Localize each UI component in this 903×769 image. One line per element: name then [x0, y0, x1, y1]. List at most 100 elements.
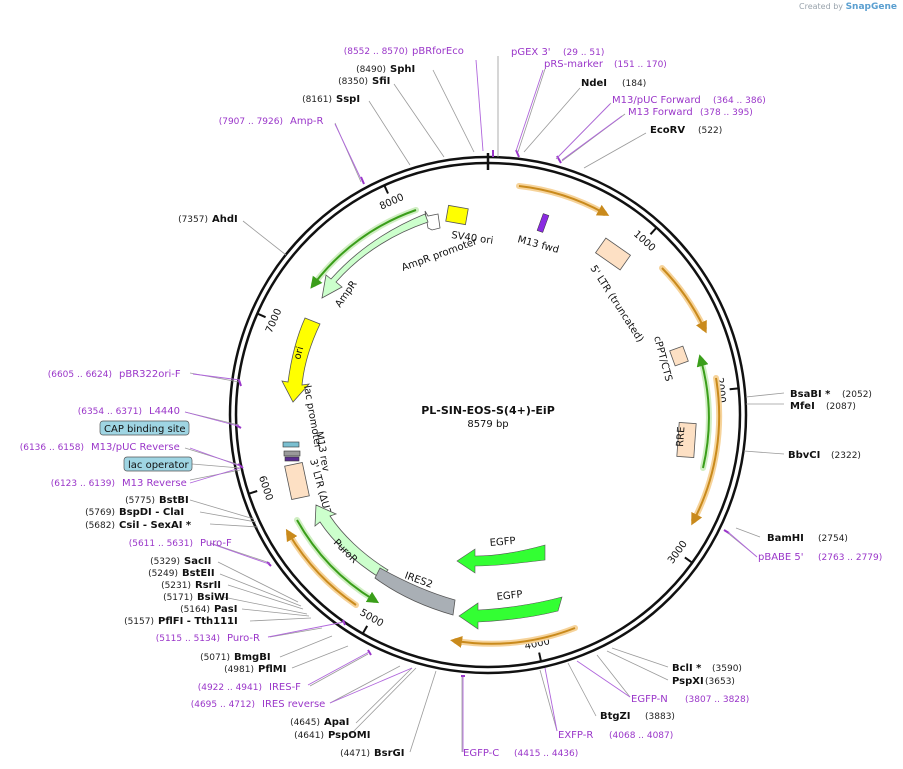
enzyme-apai-pos: (4645) [290, 718, 320, 728]
snapgene-logo: SnapGene [845, 2, 897, 12]
feature-ampr[interactable] [321, 213, 429, 299]
enzyme-bsrgi[interactable]: BsrGI [374, 748, 404, 759]
primer-egfp-n-pos: (3807 .. 3828) [685, 695, 749, 705]
primer-puro-r[interactable]: Puro-R [227, 633, 260, 644]
feature-5ltr[interactable] [594, 237, 632, 271]
enzyme-bamhi[interactable]: BamHI [767, 533, 804, 544]
feature-ori[interactable] [281, 317, 321, 403]
primer-pbrforeco[interactable]: pBRforEco [412, 46, 464, 57]
enzyme-bspdi-pos: (5769) [85, 508, 115, 518]
enzyme-sspi[interactable]: SspI [336, 94, 360, 105]
primer-pgex3[interactable]: pGEX 3' [511, 47, 551, 58]
feature-puror[interactable] [314, 504, 389, 579]
enzyme-pspomi[interactable]: PspOMI [328, 730, 370, 741]
feature-cppt[interactable] [669, 345, 689, 367]
feature-lac-operator[interactable] [283, 450, 301, 457]
enzyme-bsiwi-pos: (5171) [163, 593, 193, 603]
enzyme-mfei[interactable]: MfeI [790, 401, 815, 412]
enzyme-pasi[interactable]: PasI [214, 604, 237, 615]
primer-exfp-r-pos: (4068 .. 4087) [609, 731, 673, 741]
feature-rre[interactable] [676, 422, 697, 459]
feature-label-rre: RRE [675, 426, 687, 447]
feature-m13-fwd[interactable] [536, 213, 550, 233]
enzyme-ndei[interactable]: NdeI [581, 78, 607, 89]
feature-cap-site[interactable] [282, 441, 300, 448]
enzyme-bamhi-pos: (2754) [818, 534, 848, 544]
enzyme-pflmi[interactable]: PflMI [258, 664, 286, 675]
feature-egfp-1[interactable] [456, 544, 546, 574]
enzyme-bsabi-pos: (2052) [842, 390, 872, 400]
primer-egfp-n[interactable]: EGFP-N [631, 694, 668, 705]
feature-sv40-ori[interactable] [445, 204, 469, 226]
enzyme-sfii[interactable]: SfiI [372, 76, 390, 87]
enzyme-bbvci[interactable]: BbvCI [788, 450, 820, 461]
enzyme-ecorv[interactable]: EcoRV [650, 125, 685, 136]
enzyme-sacii[interactable]: SacII [184, 556, 211, 567]
enzyme-bsabi[interactable]: BsaBI * [790, 389, 831, 400]
tick-mark [248, 490, 258, 495]
primer-egfp-c[interactable]: EGFP-C [463, 748, 499, 759]
enzyme-bmgbi-pos: (5071) [200, 653, 230, 663]
enzyme-pspxi[interactable]: PspXI [672, 676, 704, 687]
enzyme-btgzi[interactable]: BtgZI [600, 711, 631, 722]
enzyme-bspdi-clai[interactable]: BspDI - ClaI [119, 507, 184, 518]
feature-label-ampr-promoter: AmpR promoter [400, 236, 479, 274]
enzyme-bstbi[interactable]: BstBI [159, 495, 189, 506]
tick-mark [729, 387, 739, 391]
feature-label-cppt: cPPT/CTS [651, 335, 674, 383]
enzyme-bsiwi[interactable]: BsiWI [197, 592, 229, 603]
feature-ampr-promoter[interactable] [424, 210, 441, 231]
orf-arc-top [516, 183, 607, 216]
enzyme-pasi-pos: (5164) [180, 605, 210, 615]
feature-3ltr[interactable] [284, 462, 310, 500]
enzyme-sphi[interactable]: SphI [390, 64, 415, 75]
primer-m13-forward[interactable]: M13 Forward [628, 107, 693, 118]
primer-m13puc-reverse[interactable]: M13/pUC Reverse [91, 442, 180, 453]
primer-pbabe5[interactable]: pBABE 5' [758, 552, 804, 563]
primer-amp-r-pos: (7907 .. 7926) [219, 117, 283, 127]
feature-label-m13-fwd: M13 fwd [516, 234, 560, 256]
primer-puro-f[interactable]: Puro-F [200, 538, 232, 549]
enzyme-apai[interactable]: ApaI [324, 717, 349, 728]
primer-m13puc-forward[interactable]: M13/pUC Forward [612, 95, 701, 106]
primer-amp-r[interactable]: Amp-R [290, 116, 324, 127]
primer-l4440-pos: (6354 .. 6371) [78, 407, 142, 417]
primer-egfp-c-pos: (4415 .. 4436) [514, 749, 578, 759]
feature-label-ori: ori [292, 345, 306, 360]
created-by-brand: Created by SnapGene [799, 2, 897, 12]
enzyme-rsrii[interactable]: RsrII [195, 580, 221, 591]
enzyme-bsteii-pos: (5249) [148, 569, 178, 579]
primer-l4440[interactable]: L4440 [149, 406, 180, 417]
primer-exfp-r[interactable]: EXFP-R [558, 730, 593, 741]
orf-arc-ampr-green-line [310, 209, 417, 289]
enzyme-pflfi-tth111i[interactable]: PflFI - Tth111I [158, 616, 238, 627]
enzyme-ahdi[interactable]: AhdI [212, 214, 238, 225]
tick-label: 3000 [666, 539, 690, 566]
cap-binding-site-box[interactable] [99, 420, 190, 436]
lac-operator-box[interactable] [123, 456, 193, 472]
primer-m13-forward-pos: (378 .. 395) [700, 108, 753, 118]
enzyme-bcli[interactable]: BclI * [672, 663, 702, 674]
tick-label: 5000 [358, 607, 386, 629]
enzyme-bsteii[interactable]: BstEII [182, 568, 215, 579]
primer-ires-reverse[interactable]: IRES reverse [262, 699, 325, 710]
orf-arc-ampr-green [311, 207, 419, 287]
primer-ires-f[interactable]: IRES-F [269, 682, 301, 693]
enzyme-sacii-pos: (5329) [150, 557, 180, 567]
primer-prs-marker[interactable]: pRS-marker [544, 59, 604, 70]
enzyme-mfei-pos: (2087) [826, 402, 856, 412]
primer-ires-f-pos: (4922 .. 4941) [198, 683, 262, 693]
enzyme-bsrgi-pos: (4471) [340, 749, 370, 759]
enzyme-csii-sexai[interactable]: CsiI - SexAI * [119, 520, 192, 531]
primer-m13-reverse[interactable]: M13 Reverse [122, 478, 187, 489]
enzyme-bmgbi[interactable]: BmgBI [234, 652, 271, 663]
tick-mark [256, 312, 266, 319]
feature-egfp-2[interactable] [458, 596, 563, 630]
feature-ires2[interactable] [374, 567, 456, 616]
feature-m13-rev[interactable] [284, 456, 300, 462]
primer-pbr322ori-f[interactable]: pBR322ori-F [119, 369, 181, 380]
enzyme-rsrii-pos: (5231) [161, 581, 191, 591]
primer-puro-f-pos: (5611 .. 5631) [129, 539, 193, 549]
enzyme-bcli-pos: (3590) [712, 664, 742, 674]
feature-label-5ltr: 5' LTR (truncated) [587, 264, 645, 345]
